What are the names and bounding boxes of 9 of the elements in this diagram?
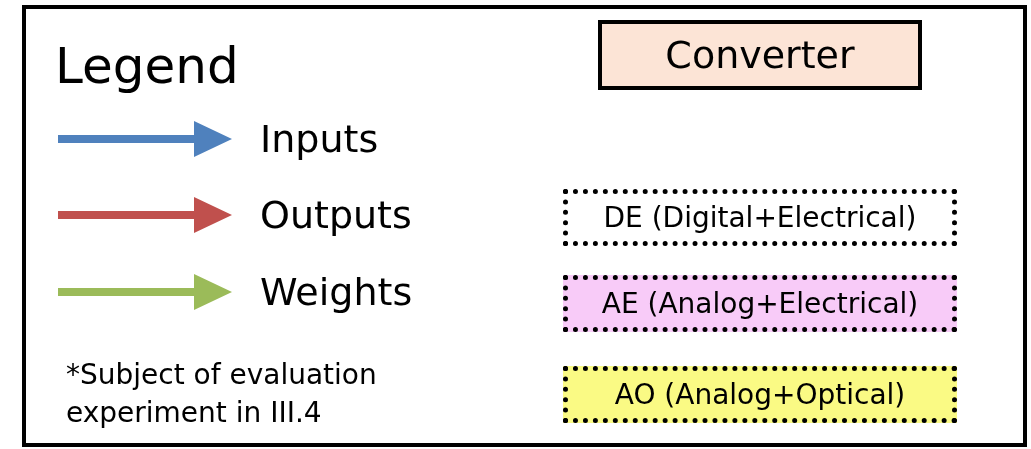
footnote-text: *Subject of evaluation experiment in III.4 bbox=[66, 357, 378, 431]
legend-label: Inputs bbox=[260, 116, 379, 163]
legend-label: Outputs bbox=[260, 192, 412, 239]
converter-type-box: DE (Digital+Electrical) bbox=[563, 189, 957, 246]
converter-type-box: AE (Analog+Electrical) bbox=[563, 275, 957, 332]
converter-box: Converter bbox=[598, 20, 922, 90]
converter-type-box: AO (Analog+Optical) bbox=[563, 366, 957, 423]
legend-label: Weights bbox=[260, 269, 413, 316]
legend-title: Legend bbox=[55, 36, 239, 96]
